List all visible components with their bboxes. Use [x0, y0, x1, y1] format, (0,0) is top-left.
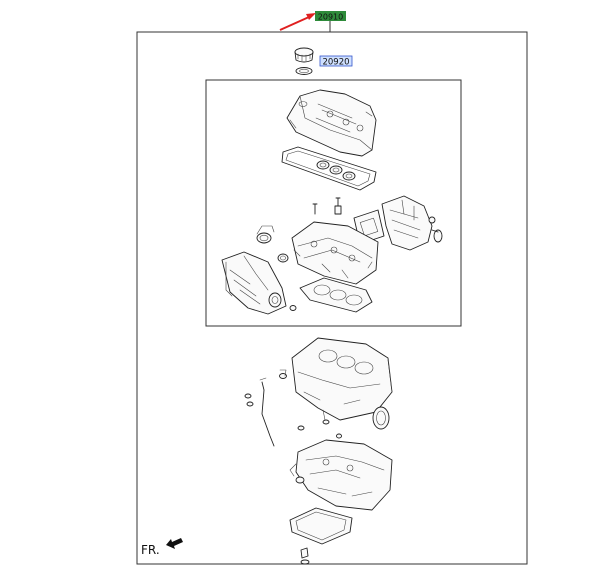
valve-cover	[286, 89, 377, 157]
oil-filler-cap	[294, 47, 314, 75]
intake-manifold-left	[221, 251, 287, 315]
oil-pan	[289, 507, 353, 545]
block-small-parts	[297, 409, 342, 439]
rear-oil-seal	[372, 406, 390, 430]
intake-manifold-right	[381, 195, 443, 251]
drain-plug	[300, 547, 310, 565]
inner-part-label[interactable]: 20920	[319, 55, 353, 68]
thermostat-seal	[256, 225, 289, 263]
valve-cover-gasket	[281, 146, 377, 191]
cylinder-head	[291, 221, 379, 285]
head-bolts	[312, 197, 342, 215]
front-direction-arrow-icon	[166, 538, 183, 549]
front-direction-marker: FR.	[141, 538, 183, 557]
top-part-number: 20910	[318, 13, 343, 22]
cylinder-block	[291, 337, 393, 421]
red-arrow-icon	[279, 13, 316, 31]
small-o-ring	[289, 305, 297, 311]
outer-frame	[136, 31, 528, 565]
inner-frame	[205, 79, 462, 327]
head-gasket	[299, 277, 373, 313]
top-part-label[interactable]: 20910	[315, 11, 346, 22]
inner-part-number: 20920	[322, 58, 349, 68]
front-label: FR.	[141, 543, 160, 557]
lower-crankcase	[289, 439, 393, 511]
dipstick-tube	[244, 369, 287, 447]
